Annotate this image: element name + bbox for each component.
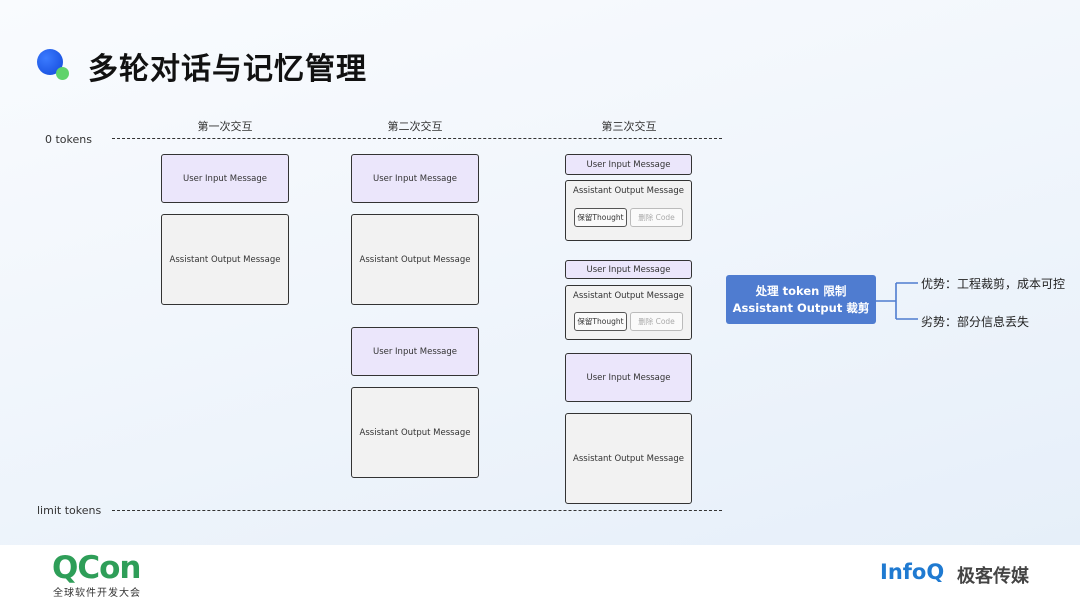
assistant-output-message-box: Assistant Output Message bbox=[351, 387, 479, 478]
callout-bracket-connector bbox=[876, 282, 918, 320]
page-title: 多轮对话与记忆管理 bbox=[88, 52, 367, 87]
keep-thought-chip: 保留Thought bbox=[574, 208, 627, 227]
column-header-2: 第二次交互 bbox=[387, 120, 443, 133]
limit-tokens-label: limit tokens bbox=[37, 504, 102, 517]
token-limit-callout: 处理 token 限制 Assistant Output 裁剪 bbox=[726, 275, 876, 324]
delete-code-chip: 删除 Code bbox=[630, 208, 683, 227]
disadvantage-point: 劣势：部分信息丢失 bbox=[921, 315, 1030, 329]
assistant-output-label: Assistant Output Message bbox=[573, 186, 684, 196]
user-input-message-box: User Input Message bbox=[565, 353, 692, 402]
advantage-point: 优势：工程裁剪，成本可控 bbox=[921, 277, 1066, 291]
limit-tokens-line bbox=[112, 510, 722, 511]
user-input-message-box: User Input Message bbox=[351, 327, 479, 376]
delete-code-chip: 删除 Code bbox=[630, 312, 683, 331]
column-header-3: 第三次交互 bbox=[601, 120, 657, 133]
user-input-message-box: User Input Message bbox=[565, 154, 692, 175]
assistant-output-label: Assistant Output Message bbox=[573, 291, 684, 301]
callout-line-2: Assistant Output 裁剪 bbox=[732, 300, 870, 315]
qcon-logo: QCon bbox=[52, 550, 141, 586]
assistant-output-message-box: Assistant Output Message bbox=[351, 214, 479, 305]
qcon-subtitle: 全球软件开发大会 bbox=[53, 588, 141, 599]
column-header-1: 第一次交互 bbox=[197, 120, 253, 133]
assistant-output-message-box: Assistant Output Message bbox=[161, 214, 289, 305]
user-input-message-box: User Input Message bbox=[565, 260, 692, 279]
user-input-message-box: User Input Message bbox=[351, 154, 479, 203]
infoq-brand-text: 极客传媒 bbox=[957, 566, 1029, 587]
footer-bar bbox=[0, 545, 1080, 602]
assistant-output-message-box: Assistant Output Message bbox=[565, 413, 692, 504]
keep-thought-chip: 保留Thought bbox=[574, 312, 627, 331]
callout-line-1: 处理 token 限制 bbox=[755, 283, 847, 298]
user-input-message-box: User Input Message bbox=[161, 154, 289, 203]
zero-tokens-label: 0 tokens bbox=[45, 133, 92, 146]
infoq-logo: InfoQ bbox=[880, 560, 945, 584]
zero-tokens-line bbox=[112, 138, 722, 139]
title-bullet-accent-icon bbox=[56, 67, 69, 80]
